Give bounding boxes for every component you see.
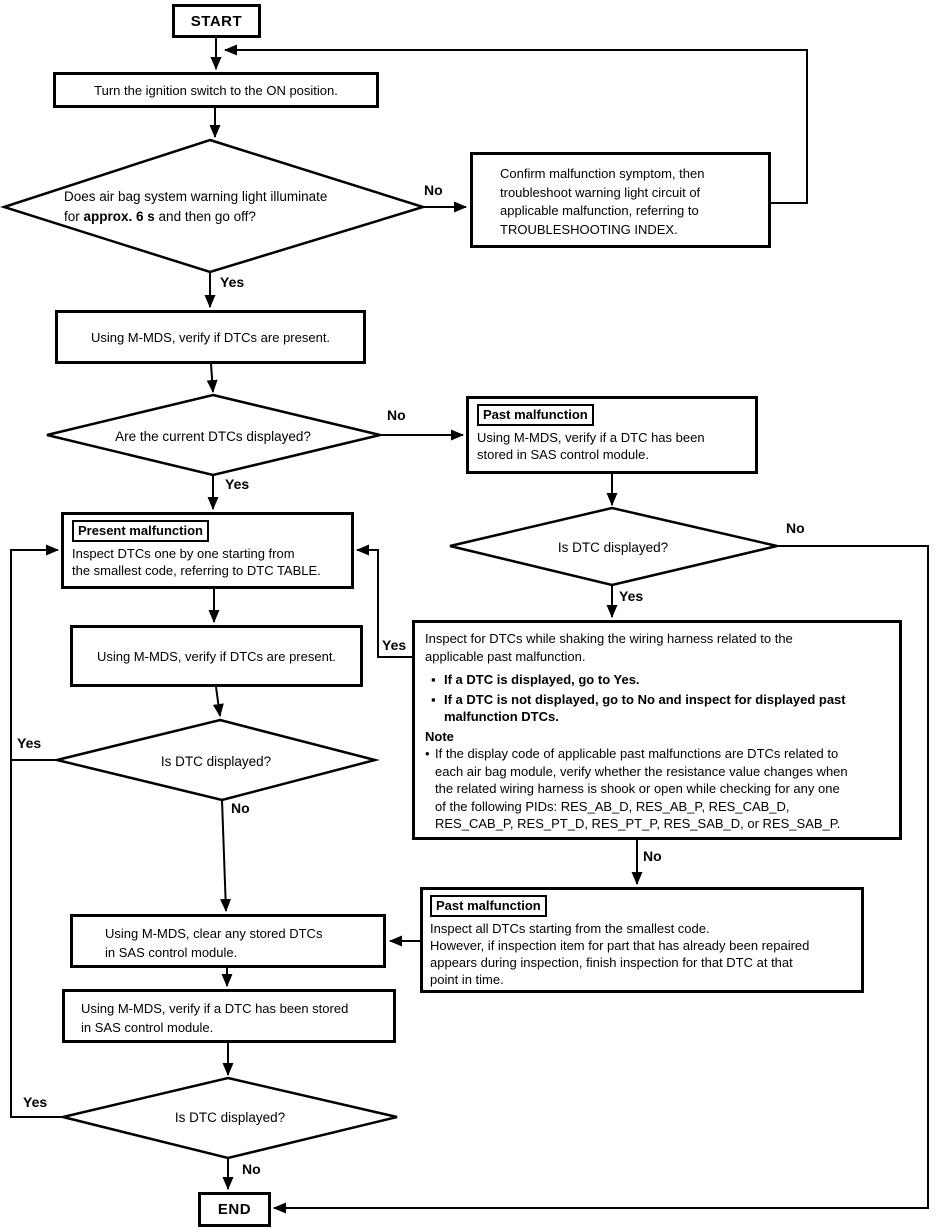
present-malfunction-inspect-step: Present malfunction Inspect DTCs one by … <box>61 512 354 589</box>
warning-light-decision-line: Does air bag system warning light illumi… <box>64 189 328 204</box>
edge-verify2-to-mid-decision <box>212 686 224 717</box>
note-bullet-icon: • <box>425 746 430 761</box>
edge-label-yes: Yes <box>220 274 245 290</box>
bullet-item-line: malfunction DTCs. <box>444 709 559 724</box>
edge-label-no: No <box>786 520 805 536</box>
edge-label-no: No <box>231 800 250 816</box>
past-malfunction-verify-line: Using M-MDS, verify if a DTC has been <box>477 430 705 445</box>
note-heading: Note <box>425 728 454 744</box>
bullet-item-line: If a DTC is not displayed, go to No and … <box>444 691 846 707</box>
warning-light-decision-line: for approx. 6 s and then go off? <box>64 209 256 224</box>
verify-dtcs-step: Using M-MDS, verify if DTCs are present. <box>55 310 366 364</box>
note-line: If the display code of applicable past m… <box>435 746 839 761</box>
edge-bigbox-yes-to-present <box>356 544 412 658</box>
start-terminal: START <box>172 4 261 38</box>
verify-stored-dtc-step: Using M-MDS, verify if a DTC has been st… <box>62 989 396 1043</box>
present-malfunction-tag: Present malfunction <box>72 520 209 542</box>
current-dtcs-decision-text: Are the current DTCs displayed? <box>115 429 311 444</box>
clear-dtcs-step: Using M-MDS, clear any stored DTCs in SA… <box>70 914 386 968</box>
present-malfunction-line: Inspect DTCs one by one starting from <box>72 546 295 561</box>
confirm-symptom-line: Confirm malfunction symptom, then <box>500 166 705 181</box>
clear-dtcs-line: in SAS control module. <box>105 945 238 960</box>
confirm-symptom-line: applicable malfunction, referring to <box>500 203 699 218</box>
edge-label-no: No <box>643 848 662 864</box>
past-malfunction-inspect-line: Inspect all DTCs starting from the small… <box>430 921 710 936</box>
dtc-displayed-decision-bottom-text: Is DTC displayed? <box>174 1110 286 1125</box>
edge-dtc-decision-right-no-to-end <box>273 545 929 1214</box>
end-terminal: END <box>198 1192 271 1227</box>
present-malfunction-line: the smallest code, referring to DTC TABL… <box>72 563 321 578</box>
approx-6s-emphasis: approx. 6 s <box>83 209 155 224</box>
shake-harness-paragraph: Inspect for DTCs while shaking the wirin… <box>425 630 889 665</box>
dtc-displayed-decision-bottom-shape <box>62 1076 398 1160</box>
dtc-displayed-decision-mid-shape <box>56 718 380 802</box>
bullet-item-not-displayed: ▪ If a DTC is not displayed, go to No an… <box>431 691 889 726</box>
bullet-item-text: If a DTC is displayed, go to Yes. <box>444 672 640 687</box>
past-malfunction-verify-step: Past malfunction Using M-MDS, verify if … <box>466 396 758 474</box>
warning-light-decision-shape <box>0 138 428 274</box>
past-malfunction-inspect-line: point in time. <box>430 972 504 987</box>
shake-harness-line: Inspect for DTCs while shaking the wirin… <box>425 631 793 646</box>
note-line: each air bag module, verify whether the … <box>435 763 848 779</box>
bullet-item-text: If a DTC is not displayed, go to No and … <box>444 691 846 726</box>
note-bullet-text: If the display code of applicable past m… <box>435 745 848 833</box>
edge-left-yes-loop <box>10 544 63 1118</box>
clear-dtcs-line: Using M-MDS, clear any stored DTCs <box>105 926 323 941</box>
edge-label-no: No <box>242 1161 261 1177</box>
edge-confirm-return-loop <box>224 44 808 204</box>
edge-verify1-to-current-decision <box>206 363 218 393</box>
shake-harness-line: applicable past malfunction. <box>425 648 586 664</box>
bullet-item-displayed: ▪ If a DTC is displayed, go to Yes. <box>431 671 889 689</box>
edge-label-no: No <box>387 407 406 423</box>
shake-harness-instructions: Inspect for DTCs while shaking the wirin… <box>412 620 902 840</box>
edge-label-yes: Yes <box>23 1094 48 1110</box>
dtc-displayed-decision-right-text: Is DTC displayed? <box>557 540 669 555</box>
note-line: RES_CAB_P, RES_PT_D, RES_PT_P, RES_SAB_D… <box>435 816 841 831</box>
confirm-symptom-line: troubleshoot warning light circuit of <box>500 184 701 200</box>
verify-stored-line: Using M-MDS, verify if a DTC has been st… <box>81 1001 349 1016</box>
edge-label-yes: Yes <box>619 588 644 604</box>
warning-light-decision-text: Does air bag system warning light illumi… <box>64 187 409 227</box>
edge-label-yes: Yes <box>382 637 407 653</box>
bullet-icon: ▪ <box>431 672 436 687</box>
edge-label-no: No <box>424 182 443 198</box>
dtc-displayed-decision-mid-text: Is DTC displayed? <box>160 754 272 769</box>
current-dtcs-decision-shape <box>46 393 381 477</box>
past-malfunction-inspect-line: appears during inspection, finish inspec… <box>430 955 793 970</box>
past-malfunction-tag: Past malfunction <box>430 895 547 917</box>
ignition-on-step: Turn the ignition switch to the ON posit… <box>53 72 379 108</box>
note-line: the related wiring harness is shook or o… <box>435 781 840 796</box>
note-bullet-item: • If the display code of applicable past… <box>425 745 889 833</box>
verify-stored-line: in SAS control module. <box>81 1020 214 1035</box>
edge-label-yes: Yes <box>225 476 250 492</box>
bullet-icon: ▪ <box>431 691 436 707</box>
dtc-displayed-decision-right-shape <box>449 506 778 587</box>
confirm-symptom-line: TROUBLESHOOTING INDEX. <box>500 221 678 237</box>
edge-label-yes: Yes <box>17 735 42 751</box>
edge-mid-decision-no-to-clear <box>220 799 232 912</box>
past-malfunction-inspect-all-step: Past malfunction Inspect all DTCs starti… <box>420 887 864 993</box>
past-malfunction-inspect-line: However, if inspection item for part tha… <box>430 938 810 953</box>
note-line: of the following PIDs: RES_AB_D, RES_AB_… <box>435 798 790 814</box>
past-malfunction-tag: Past malfunction <box>477 404 594 426</box>
confirm-symptom-step: Confirm malfunction symptom, then troubl… <box>470 152 771 248</box>
past-malfunction-verify-line: stored in SAS control module. <box>477 447 649 462</box>
verify-dtcs-step-2: Using M-MDS, verify if DTCs are present. <box>70 625 363 687</box>
